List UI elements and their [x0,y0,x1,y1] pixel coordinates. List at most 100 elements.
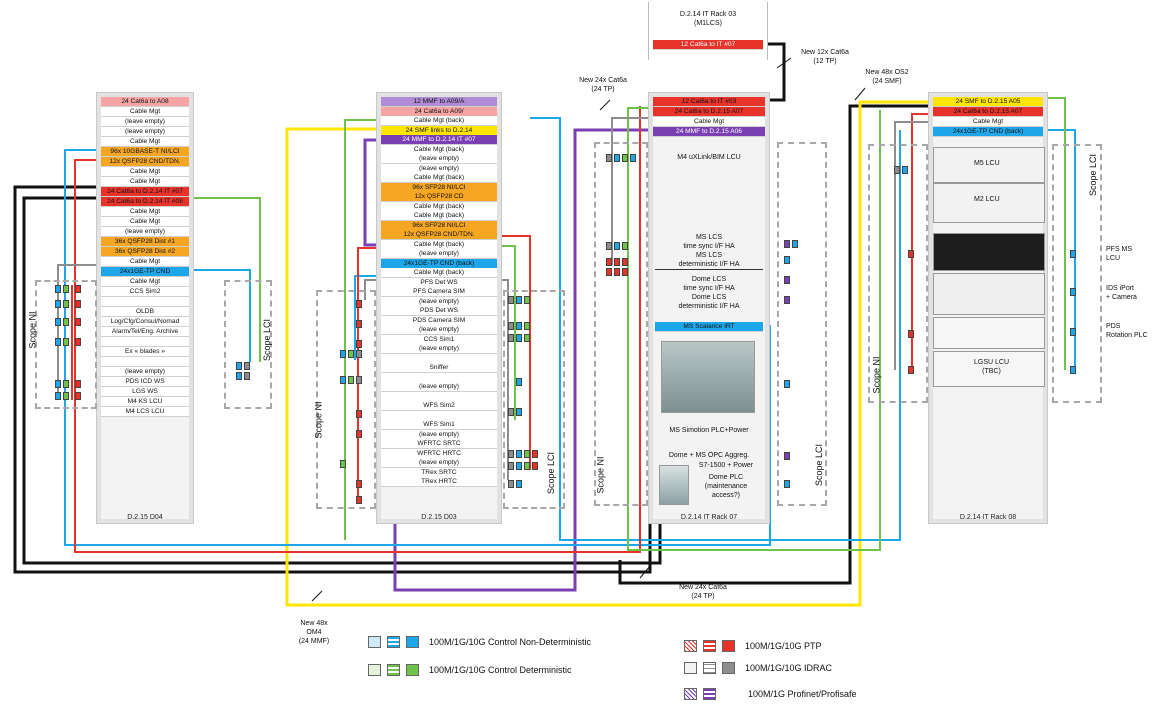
d03-unit: (leave empty) [381,325,497,335]
d04-unit: 36x QSFP28 Dist #2 [101,247,189,257]
d04-unit: PDS ICD WS [101,377,189,387]
rack-it07-block-3: MS LCS [655,251,763,260]
port-marker [524,322,530,330]
anno-new12: New 12x Cat6a (12 TP) [790,48,860,66]
d03-unit [381,392,497,402]
legend-det: 100M/1G/10G Control Deterministic [368,664,572,676]
port-marker [508,334,514,342]
rack-it07-block-1: MS LCS [655,233,763,242]
scope-ni-r08-label: Scope NI [872,356,882,393]
port-marker [622,242,628,250]
port-marker [356,496,362,504]
port-marker [236,362,242,370]
legend-profinet-label: 100M/1G Profinet/Profisafe [748,689,857,699]
port-marker [784,452,790,460]
port-marker [516,462,522,470]
port-marker [630,154,636,162]
port-marker [55,338,61,346]
scope-ni-d03 [316,290,376,509]
port-marker [902,166,908,174]
device-server-dark [933,233,1045,271]
port-marker [236,372,242,380]
rack-it07-block-15: access?) [689,491,763,500]
d04-unit: Ex « blades » [101,347,189,357]
d04-unit: Cable Mgt [101,217,189,227]
port-marker [55,300,61,308]
port-marker [516,296,522,304]
side-label-pfs: PFS MS LCU [1106,245,1150,263]
scope-lci-r08-label: Scope LCI [1088,154,1098,196]
legend-ptp-swatch-3 [722,640,735,652]
legend-det-swatch-3 [406,664,419,676]
port-marker [508,296,514,304]
port-marker [606,154,612,162]
anno-new48om4: New 48x OM4 (24 MMF) [284,619,344,646]
legend-ptp-label: 100M/1G/10G PTP [745,641,822,651]
device-m2-lcu: M2 LCU [933,183,1045,223]
d03-unit: 96x SFP28 NI/LCI [381,183,497,193]
legend-nd-swatch-2 [387,636,400,648]
d04-unit: M4 LCS LCU [101,407,189,417]
d04-unit: (leave empty) [101,127,189,137]
port-marker [784,276,790,284]
legend-nd: 100M/1G/10G Control Non-Deterministic [368,636,591,648]
port-marker [792,240,798,248]
legend-nd-label: 100M/1G/10G Control Non-Deterministic [429,637,591,647]
legend-ptp-swatch-2 [703,640,716,652]
d04-unit: (leave empty) [101,227,189,237]
d04-unit: CCS Sim2 [101,287,189,297]
d03-unit: Cable Mgt (back) [381,173,497,183]
r07-unit: Cable Mgt [653,117,765,127]
d04-unit: 12x QSFP28 CND/TDN. [101,157,189,167]
device-lgsu-lcu-label: LGSU LCU (TBC) [974,358,1009,376]
port-marker [63,300,69,308]
d03-unit [381,354,497,364]
d03-unit: Cable Mgt (back) [381,240,497,250]
d03-unit: Cable Mgt (back) [381,211,497,221]
d03-unit: WFRTC SRTC [381,439,497,449]
port-marker [356,300,362,308]
port-marker [55,392,61,400]
port-marker [348,376,354,384]
device-m5-lcu: M5 LCU [933,147,1045,183]
d04-unit: Cable Mgt [101,177,189,187]
d04-unit [101,337,189,347]
d04-unit: OLDB [101,307,189,317]
legend-ptp-swatch-1 [684,640,697,652]
port-marker [340,376,346,384]
r07-unit: 24 Cat6a to D.2.15 A07 [653,107,765,117]
scope-lci-d03-label: Scope LCI [546,452,556,494]
rack-it07-block-2: time sync I/F HA [655,242,763,251]
port-marker [63,338,69,346]
d04-unit: Cable Mgt [101,277,189,287]
port-marker [614,242,620,250]
legend-det-label: 100M/1G/10G Control Deterministic [429,665,572,675]
port-marker [622,258,628,266]
port-marker [516,322,522,330]
port-marker [532,450,538,458]
port-marker [55,318,61,326]
d03-unit: Cable Mgt (back) [381,116,497,126]
port-marker [908,250,914,258]
d03-unit: (leave empty) [381,430,497,440]
d04-unit: Log/Cfg/Consul/Nomad [101,317,189,327]
legend-nd-swatch-3 [406,636,419,648]
device-server-white [933,317,1045,349]
port-marker [622,154,628,162]
scope-lci-d04-label: Scope LCI [262,319,272,361]
port-marker [55,380,61,388]
d03-unit [381,373,497,383]
anno-new24b: New 24x Cat6a (24 TP) [668,583,738,601]
d03-unit: PFS Camera SIM [381,287,497,297]
port-marker [516,378,522,386]
port-marker [356,350,362,358]
port-marker [356,410,362,418]
rack-it07-name: D.2.14 IT Rack 07 [649,514,769,521]
d04-unit: Cable Mgt [101,137,189,147]
d03-unit: (leave empty) [381,249,497,259]
port-marker [516,408,522,416]
port-marker [508,450,514,458]
d03-unit: WFS Sim2 [381,401,497,411]
d04-unit: 96x 10GBASE-T NI/LCI [101,147,189,157]
